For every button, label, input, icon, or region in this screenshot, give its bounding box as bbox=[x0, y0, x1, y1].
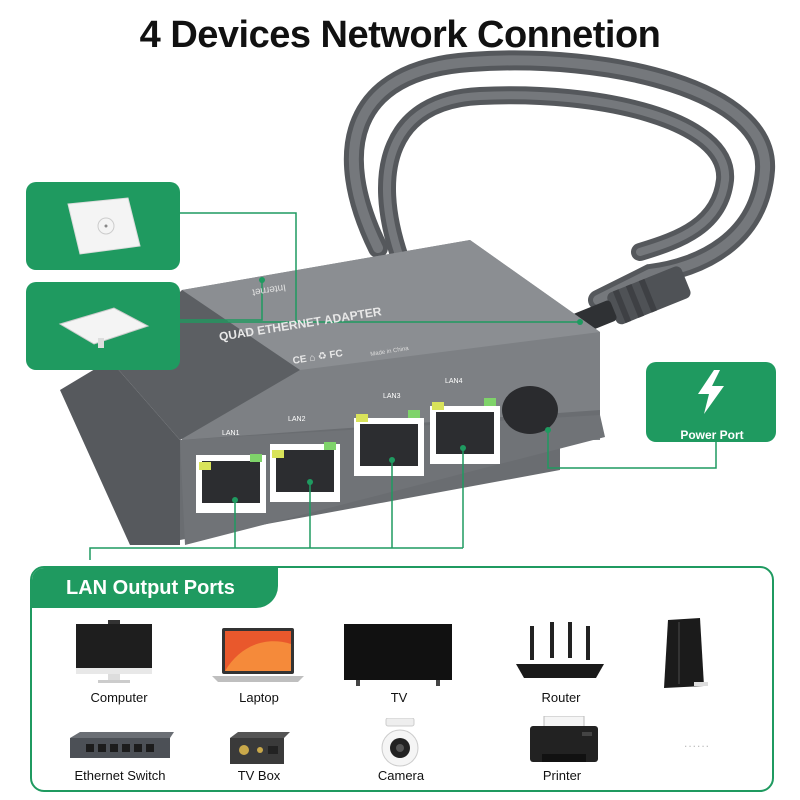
lan-panel-tab bbox=[32, 568, 278, 608]
device-label-camera: Camera bbox=[377, 768, 425, 783]
adapter-illustration bbox=[60, 50, 776, 560]
device-label-tv-box: TV Box bbox=[237, 768, 281, 783]
more-devices-ellipsis: ...... bbox=[684, 736, 711, 750]
game-console-icon bbox=[664, 618, 708, 688]
modem-card bbox=[26, 182, 180, 270]
device-label-computer: Computer bbox=[90, 690, 148, 705]
device-label-ethernet-switch: Ethernet Switch bbox=[74, 768, 166, 783]
lightning-bolt-icon bbox=[698, 370, 724, 414]
device-label-router: Router bbox=[541, 690, 581, 705]
port-label-lan1: LAN1 bbox=[222, 430, 240, 437]
lan-port-3 bbox=[354, 410, 424, 476]
power-port-card bbox=[646, 362, 776, 442]
printer-icon bbox=[530, 716, 598, 762]
port-label-lan4: LAN4 bbox=[445, 378, 463, 385]
router-icon bbox=[516, 622, 604, 678]
starlink-card bbox=[26, 282, 180, 370]
tv-icon bbox=[344, 624, 452, 686]
laptop-icon bbox=[212, 628, 304, 682]
device-label-printer: Printer bbox=[542, 768, 582, 783]
lan-port-4 bbox=[430, 398, 500, 464]
device-label-laptop: Laptop bbox=[239, 690, 279, 705]
page-title: 4 Devices Network Connetion bbox=[139, 14, 661, 56]
port-label-lan2: LAN2 bbox=[288, 416, 306, 423]
power-port-label: Power Port bbox=[680, 428, 744, 442]
camera-icon bbox=[381, 718, 419, 767]
power-socket bbox=[502, 386, 558, 434]
tv-box-icon bbox=[230, 732, 290, 764]
ethernet-switch-icon bbox=[70, 732, 174, 758]
satellite-dish-icon bbox=[58, 307, 150, 348]
computer-icon bbox=[76, 620, 152, 683]
port-label-lan3: LAN3 bbox=[383, 393, 401, 400]
lan-port-2 bbox=[270, 442, 340, 502]
device-label-tv: TV bbox=[390, 690, 408, 705]
lan-panel-heading: LAN Output Ports bbox=[66, 577, 235, 599]
modem-icon bbox=[67, 197, 141, 255]
lan-port-1 bbox=[196, 454, 266, 513]
